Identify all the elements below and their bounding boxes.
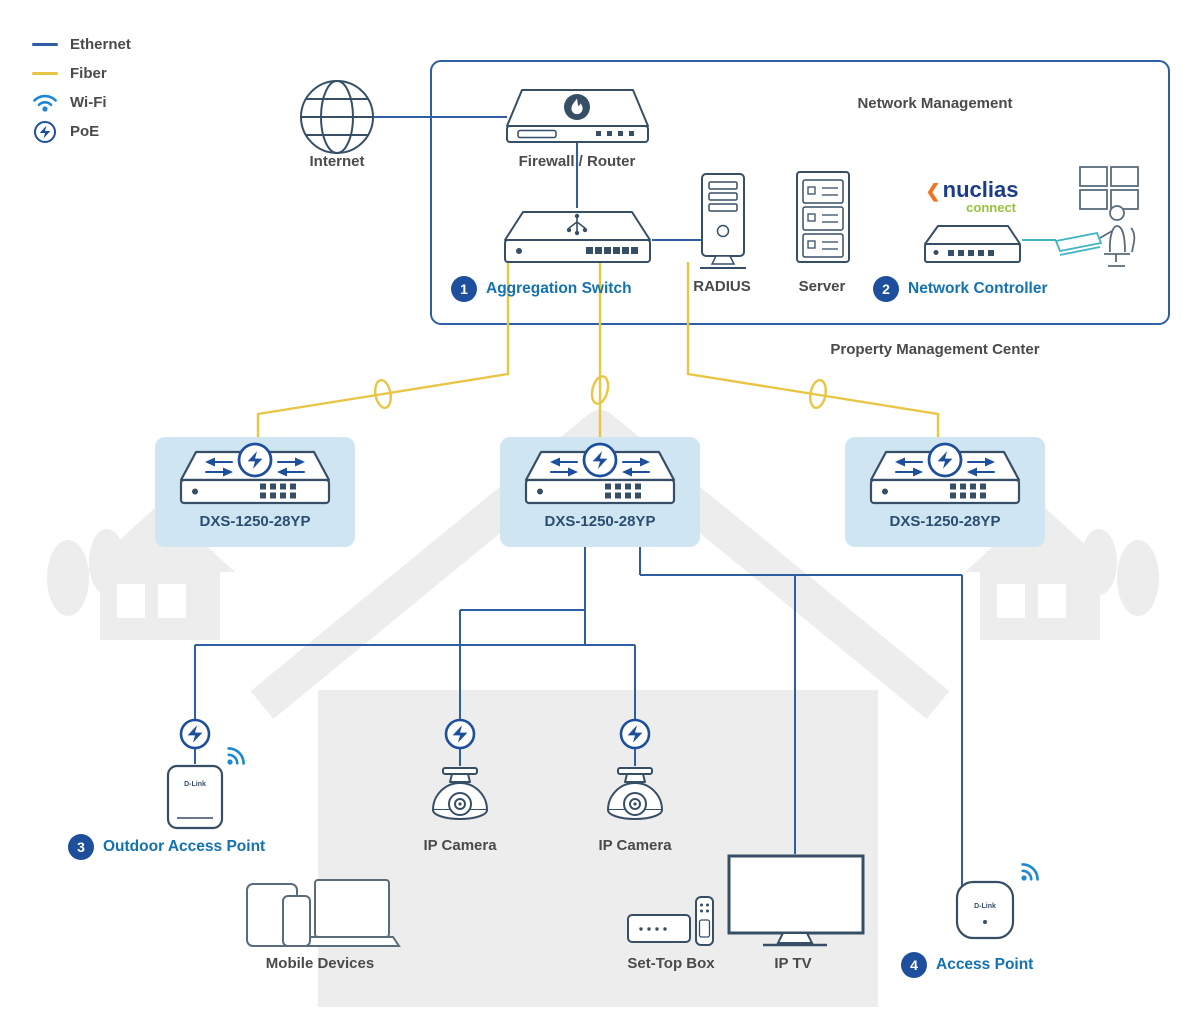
legend-item-poe: PoE: [32, 117, 131, 146]
dlink-logo-text: D-Link: [184, 781, 206, 788]
switch-model-label: DXS-1250-28YP: [544, 513, 656, 530]
aggregation-switch-device: [504, 211, 651, 263]
property-management-center-label: Property Management Center: [830, 341, 1040, 358]
fiber-links: [256, 262, 940, 452]
network-controller-label: Network Controller: [908, 280, 1048, 297]
fiber-coil-icon: [809, 378, 827, 410]
legend-label: Fiber: [70, 65, 107, 82]
fiber-line-swatch: [32, 72, 58, 75]
firewall-router-device: [506, 89, 649, 143]
nuclias-chevron-icon: ❮: [925, 181, 941, 201]
wifi-icon: [219, 744, 248, 773]
legend: Ethernet Fiber Wi-Fi PoE: [32, 30, 131, 146]
ip-tv-device: [727, 854, 865, 947]
wifi-icon: [1013, 860, 1042, 889]
poe-icon: [444, 718, 476, 750]
dxs-switch-device: [524, 442, 676, 505]
ip-tv-label: IP TV: [774, 955, 812, 972]
outdoor-access-point-device: D-Link: [166, 764, 224, 830]
nuclias-name: nuclias: [942, 177, 1019, 202]
distribution-icon: [566, 213, 588, 236]
step-badge-1: 1: [451, 276, 477, 302]
legend-item-wifi: Wi-Fi: [32, 88, 131, 117]
fiber-coil-icon: [590, 375, 610, 405]
fiber-coil-icon: [374, 378, 392, 410]
network-controller-device: [924, 225, 1021, 263]
operator-workstation: [1054, 166, 1139, 267]
step-badge-3: 3: [68, 834, 94, 860]
network-management-title: Network Management: [857, 95, 1013, 112]
legend-item-fiber: Fiber: [32, 59, 131, 88]
poe-icon: [34, 120, 56, 143]
nuclias-connect-logo: ❮nuclias connect: [922, 177, 1022, 216]
legend-item-ethernet: Ethernet: [32, 30, 131, 59]
legend-label: Wi-Fi: [70, 94, 107, 111]
dxs-switch-device: [869, 442, 1021, 505]
dlink-logo-text: D-Link: [974, 903, 996, 910]
switch-model-label: DXS-1250-28YP: [199, 513, 311, 530]
ip-camera-label: IP Camera: [423, 837, 497, 854]
ip-camera-label: IP Camera: [598, 837, 672, 854]
outdoor-access-point-label: Outdoor Access Point: [103, 838, 266, 855]
dxs-switch-device: [179, 442, 331, 505]
mobile-devices-label: Mobile Devices: [265, 955, 375, 972]
set-top-box-label: Set-Top Box: [627, 955, 715, 972]
internet-label: Internet: [309, 153, 365, 170]
background-houses: [47, 410, 1159, 1007]
switch-model-label: DXS-1250-28YP: [889, 513, 1001, 530]
poe-icon: [179, 718, 211, 750]
mobile-devices-icons: [246, 879, 401, 947]
radius-label: RADIUS: [693, 278, 751, 295]
firewall-router-label: Firewall / Router: [518, 153, 636, 170]
server-label: Server: [798, 278, 846, 295]
step-badge-4: 4: [901, 952, 927, 978]
poe-icon: [619, 718, 651, 750]
radius-server-device: [700, 173, 746, 269]
step-badge-2: 2: [873, 276, 899, 302]
aggregation-switch-callout: 1 Aggregation Switch: [451, 276, 632, 302]
access-point-callout: 4 Access Point: [901, 952, 1033, 978]
aggregation-switch-label: Aggregation Switch: [486, 280, 632, 297]
ethernet-line-swatch: [32, 43, 58, 46]
legend-label: PoE: [70, 123, 100, 140]
network-controller-callout: 2 Network Controller: [873, 276, 1048, 302]
nuclias-connect-text: connect: [966, 200, 1016, 215]
internet-globe-icon: [300, 80, 374, 154]
wifi-icon: [33, 94, 57, 112]
outdoor-access-point-callout: 3 Outdoor Access Point: [68, 834, 265, 860]
server-device: [796, 171, 850, 263]
ethernet-links: [194, 116, 963, 888]
legend-label: Ethernet: [70, 36, 131, 53]
access-point-device: D-Link: [955, 880, 1015, 940]
access-point-label: Access Point: [936, 956, 1034, 973]
set-top-box-device: [627, 896, 714, 946]
